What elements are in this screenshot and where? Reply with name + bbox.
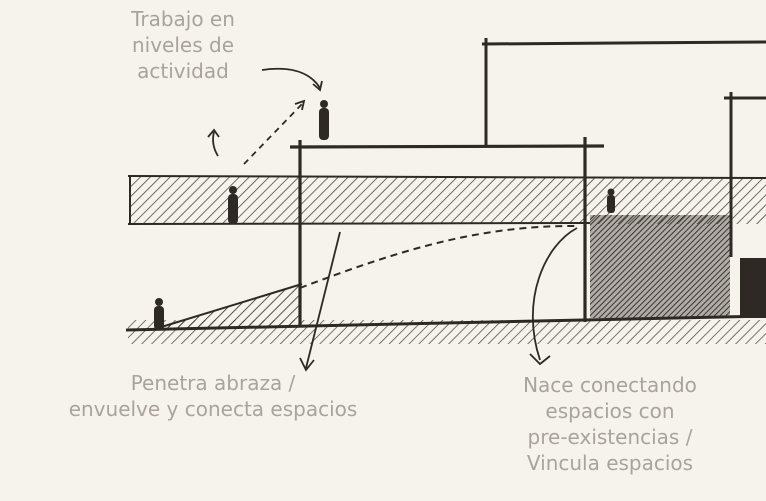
figure-left	[154, 298, 164, 330]
annotation-connecting: Nace conectando espacios con pre-existen…	[472, 372, 748, 476]
annotation-line: actividad	[137, 59, 229, 83]
annotation-line: Vincula espacios	[526, 451, 694, 475]
arrow-right-curve	[529, 227, 578, 366]
arrow-curved-top	[261, 67, 323, 92]
annotation-line: niveles de	[131, 33, 234, 57]
annotation-line: Trabajo en	[131, 7, 235, 31]
right-volume	[724, 92, 766, 318]
annotation-line: envuelve y conecta espacios	[68, 397, 358, 421]
figure-right	[607, 188, 615, 213]
arrow-dashed-diagonal	[243, 99, 306, 165]
annotation-penetrates: Penetra abraza / envuelve y conecta espa…	[8, 370, 418, 422]
central-box	[289, 137, 605, 325]
figure-middle	[228, 186, 238, 224]
arrow-small-up	[207, 128, 220, 157]
annotation-work-levels: Trabajo en niveles de actividad	[88, 6, 278, 84]
figure-top	[319, 100, 329, 140]
arrow-left-down	[299, 231, 341, 372]
annotation-line: espacios con	[545, 399, 675, 423]
dense-hatched-block	[590, 215, 730, 318]
upper-volume	[481, 38, 766, 146]
ground-line	[125, 314, 766, 344]
annotation-line: pre-existencias /	[527, 425, 693, 449]
dashed-connection-curve	[299, 224, 579, 289]
annotation-line: Penetra abraza /	[130, 371, 296, 395]
annotation-line: Nace conectando	[523, 373, 697, 397]
